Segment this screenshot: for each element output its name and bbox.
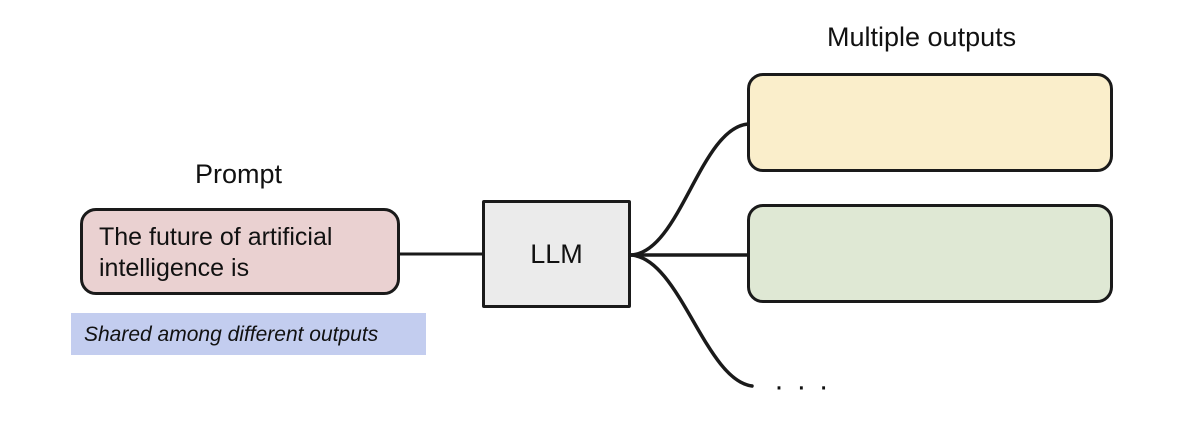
output-box-2[interactable] (747, 204, 1113, 303)
llm-box[interactable]: LLM (482, 200, 631, 308)
output-box-1[interactable] (747, 73, 1113, 172)
prompt-box[interactable]: The future of artificial intelligence is (80, 208, 400, 295)
llm-label: LLM (530, 238, 583, 269)
outputs-section-label: Multiple outputs (827, 22, 1017, 52)
shared-note-banner: Shared among different outputs (71, 313, 426, 355)
shared-note-text: Shared among different outputs (84, 322, 379, 346)
prompt-section-label: Prompt (195, 159, 283, 189)
prompt-text: The future of artificial intelligence is (99, 223, 333, 282)
edge-llm-to-more-outputs (629, 253, 754, 388)
more-outputs-ellipsis: · · · (774, 370, 831, 403)
edge-llm-to-output-1 (629, 122, 750, 257)
